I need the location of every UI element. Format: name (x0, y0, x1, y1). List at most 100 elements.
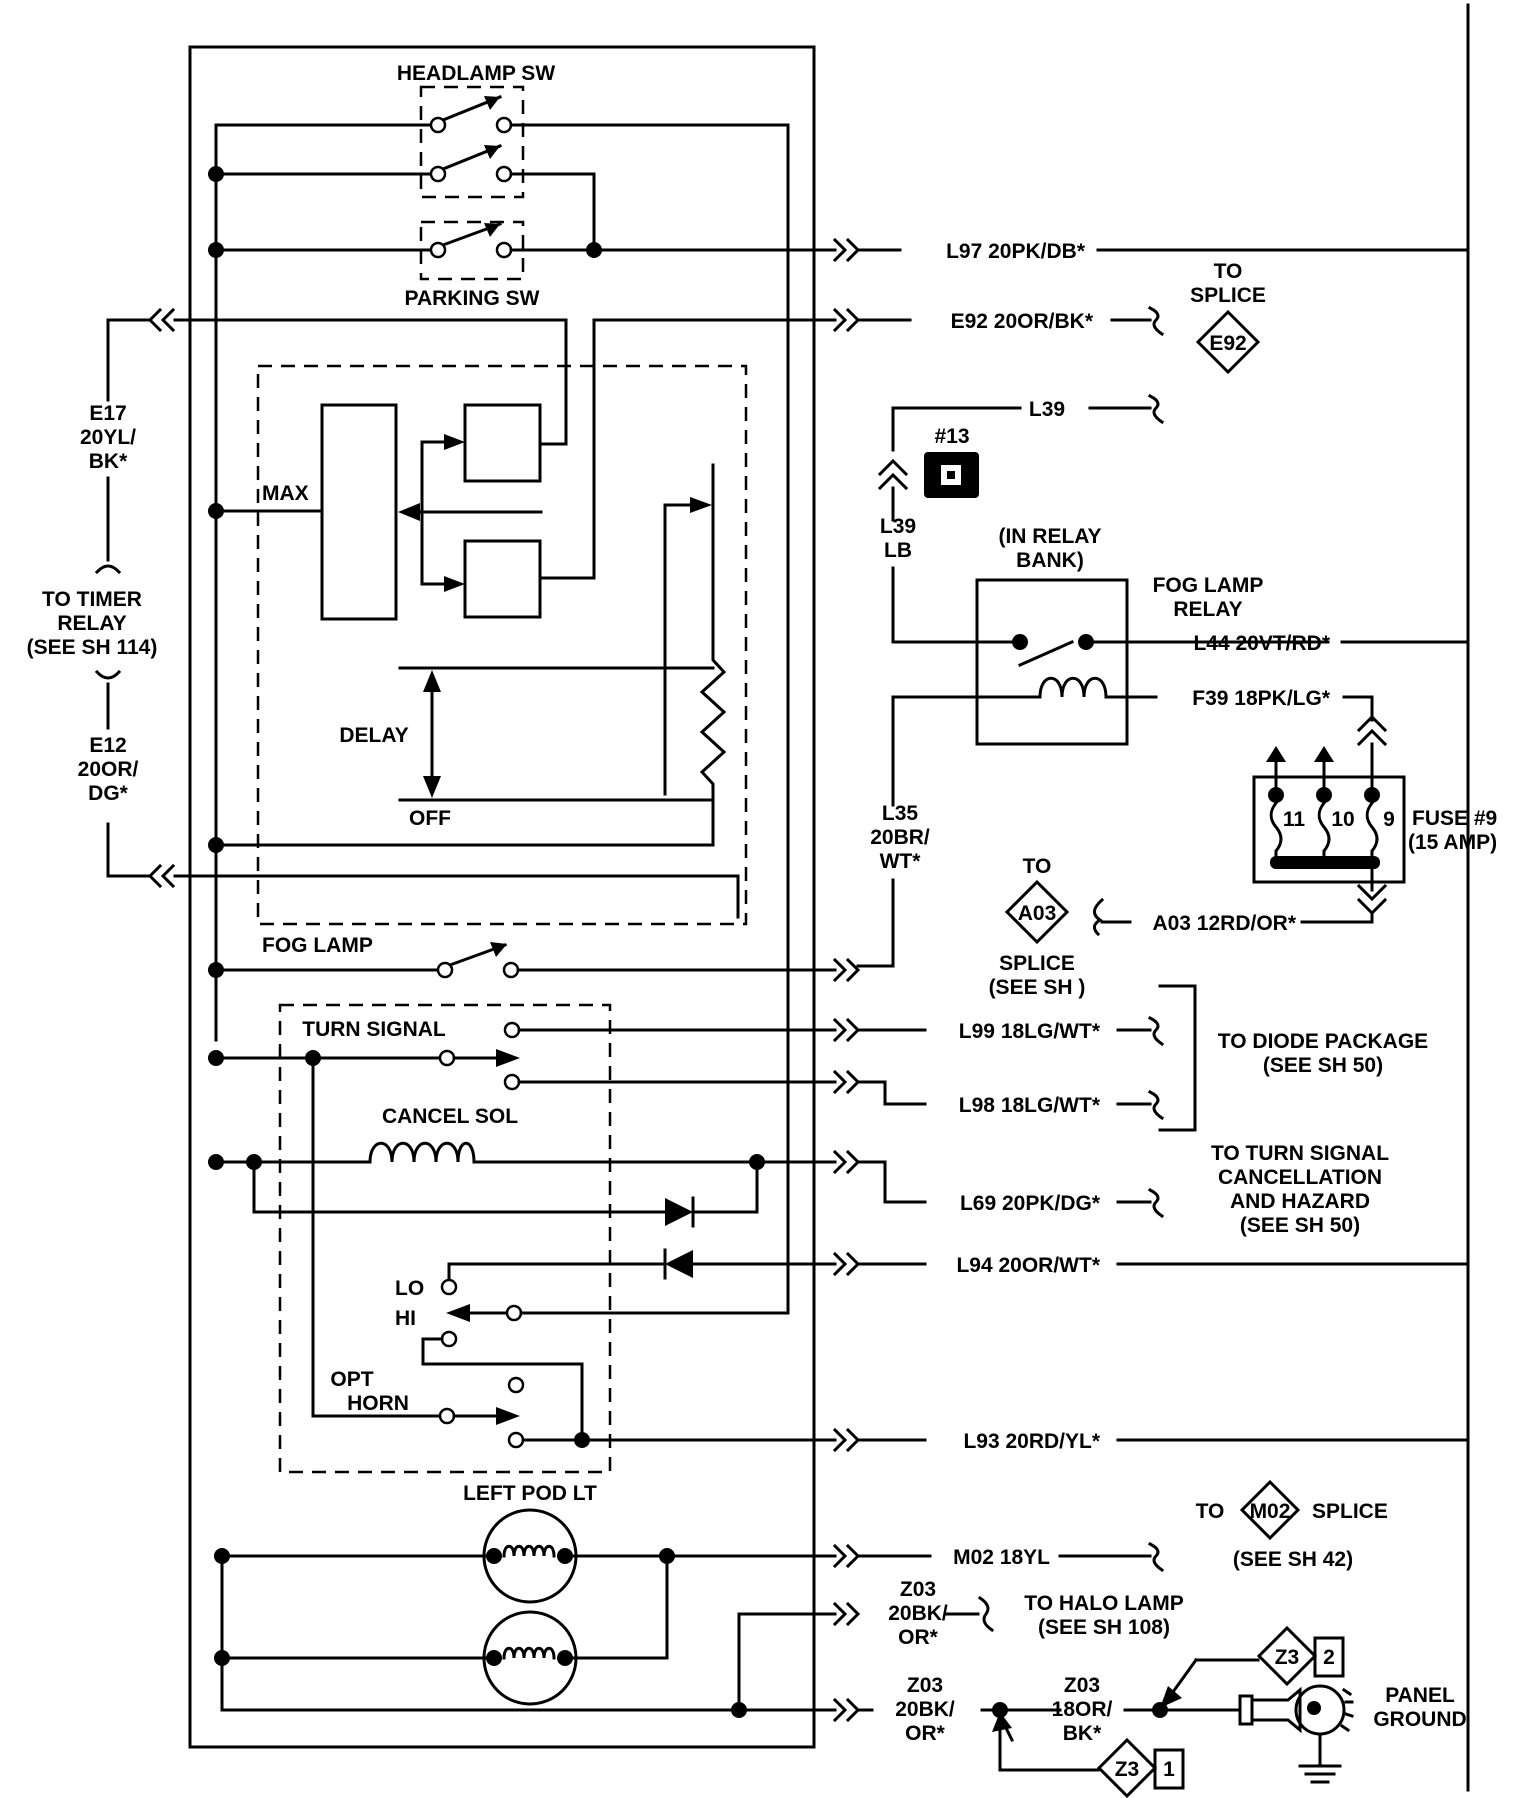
z03a-line3: OR* (898, 1626, 939, 1649)
a03-splice-diamond (1004, 879, 1070, 945)
l97-connector (832, 237, 1470, 263)
delay-resistor (699, 463, 727, 847)
z03a-line1: Z03 (900, 1578, 936, 1601)
halo-lamp-line1: TO HALO LAMP (1024, 1592, 1183, 1615)
l44-wire-label: L44 20VT/RD* (1193, 632, 1330, 655)
horn-switch (311, 1337, 1470, 1453)
cancel-sol-coil-icon (368, 1141, 476, 1164)
m02-wire-label: M02 18YL (953, 1546, 1050, 1569)
m02-to-label: TO (1196, 1500, 1225, 1523)
l97-wire-label: L97 20PK/DB* (946, 240, 1086, 263)
fog-lamp-switch-label: FOG LAMP (262, 934, 373, 957)
e17-wire-line2: 20YL/ (80, 426, 136, 449)
z03c-line3: BK* (1063, 1722, 1102, 1745)
delay-label: DELAY (339, 724, 408, 747)
z03c-line1: Z03 (1064, 1674, 1100, 1697)
e92-connector (592, 305, 1261, 580)
z3-pin1-code: Z3 (1115, 1758, 1140, 1781)
parking-sw-label: PARKING SW (405, 287, 540, 310)
e12-connector (94, 669, 740, 919)
m02-code-label: M02 (1250, 1500, 1291, 1523)
diode-package-line2: (SEE SH 50) (1263, 1054, 1383, 1077)
splice-dots (208, 166, 765, 1718)
z03a-line2: 20BK/ (888, 1602, 948, 1625)
m02-splice-label: SPLICE (1312, 1500, 1388, 1523)
e12-wire-line3: DG* (88, 782, 129, 805)
e92-wire-label: E92 20OR/BK* (951, 310, 1094, 333)
z03b-line3: OR* (905, 1722, 946, 1745)
headlamp-sw-label: HEADLAMP SW (397, 62, 555, 85)
in-relay-bank-line2: BANK) (1016, 549, 1084, 572)
timer-relay-line1: TO TIMER (42, 588, 142, 611)
z3-pin1-diamond (1096, 1737, 1158, 1798)
turn-signal-switch (214, 984, 1197, 1474)
m02-splice (1239, 1479, 1301, 1541)
horn-label: HORN (347, 1392, 409, 1415)
a03-splice-line1: SPLICE (999, 952, 1075, 975)
l99-wire-label: L99 18LG/WT* (959, 1020, 1101, 1043)
timer-module (214, 364, 748, 926)
diode-package-line1: TO DIODE PACKAGE (1218, 1030, 1428, 1053)
turn-cancel-line3: AND HAZARD (1230, 1190, 1370, 1213)
hi-label: HI (395, 1307, 416, 1330)
a03-splice-line2: (SEE SH ) (989, 976, 1086, 999)
z03b-line1: Z03 (907, 1674, 943, 1697)
l98-wire-label: L98 18LG/WT* (959, 1094, 1101, 1117)
panel-ground-line2: GROUND (1373, 1708, 1466, 1731)
halo-lamp-line2: (SEE SH 108) (1038, 1616, 1170, 1639)
timer-control-block (320, 403, 398, 621)
diode-icon (665, 1198, 693, 1226)
z3-pin2-number: 2 (1323, 1646, 1335, 1669)
fog-lamp-relay-line1: FOG LAMP (1153, 574, 1264, 597)
cancel-sol-label: CANCEL SOL (382, 1105, 518, 1128)
a03-wire-label: A03 12RD/OR* (1152, 912, 1296, 935)
diode-package-bracket (1158, 984, 1197, 1132)
m02-see-label: (SEE SH 42) (1233, 1548, 1353, 1571)
max-label: MAX (262, 482, 309, 505)
pod-lamp-1-icon (482, 1508, 578, 1604)
lo-label: LO (395, 1277, 424, 1300)
turn-signal-label: TURN SIGNAL (302, 1018, 446, 1041)
opt-label: OPT (330, 1368, 373, 1391)
headlamp-switch (214, 85, 790, 1307)
l39-circuit (877, 393, 1165, 644)
l35-line1: L35 (882, 802, 919, 825)
l39lb-line2: LB (884, 539, 912, 562)
z03c-line2: 18OR/ (1052, 1698, 1113, 1721)
z3-pin1-number: 1 (1163, 1758, 1175, 1781)
fuse-pin-10: 10 (1331, 808, 1354, 831)
timer-relay-line3: (SEE SH 114) (27, 636, 158, 659)
fog-lamp-relay-line2: RELAY (1173, 598, 1242, 621)
fuse-label-line1: FUSE #9 (1412, 807, 1497, 830)
l94-diode-icon (665, 1250, 693, 1278)
l39-wire-label: L39 (1029, 398, 1065, 421)
switch-housing (188, 3, 1470, 1792)
turn-cancel-line4: (SEE SH 50) (1240, 1214, 1360, 1237)
fuse-pin-11: 11 (1283, 808, 1306, 831)
m02-splice-diamond (1239, 1479, 1301, 1541)
panel-ground-line1: PANEL (1385, 1684, 1455, 1707)
e17-wire-line1: E17 (89, 402, 126, 425)
connector-13-label: #13 (934, 425, 969, 448)
dimmer-switch (421, 1248, 1470, 1348)
l94-wire-label: L94 20OR/WT* (956, 1254, 1100, 1277)
e12-wire-line2: 20OR/ (78, 758, 139, 781)
e92-code-label: E92 (1209, 332, 1246, 355)
timer-relay-line2: RELAY (57, 612, 126, 635)
timer-lower-block (463, 539, 542, 619)
fog-lamp-relay (856, 578, 1470, 968)
fuse-pin-9: 9 (1383, 808, 1395, 831)
timer-upper-block (463, 403, 542, 483)
e17-wire-line3: BK* (89, 450, 128, 473)
ground-eyelet (1238, 1694, 1254, 1726)
ground-circuit (858, 1595, 1354, 1798)
pod-lamps (220, 1508, 1165, 1723)
relay-coil-icon (1038, 676, 1108, 699)
z3-pin2-diamond (1256, 1625, 1318, 1687)
f39-wire-label: F39 18PK/LG* (1192, 687, 1331, 710)
turn-cancel-line2: CANCELLATION (1218, 1166, 1382, 1189)
left-pod-lt-label: LEFT POD LT (463, 1482, 597, 1505)
e12-wire-line1: E12 (89, 734, 126, 757)
parking-switch (214, 220, 837, 281)
